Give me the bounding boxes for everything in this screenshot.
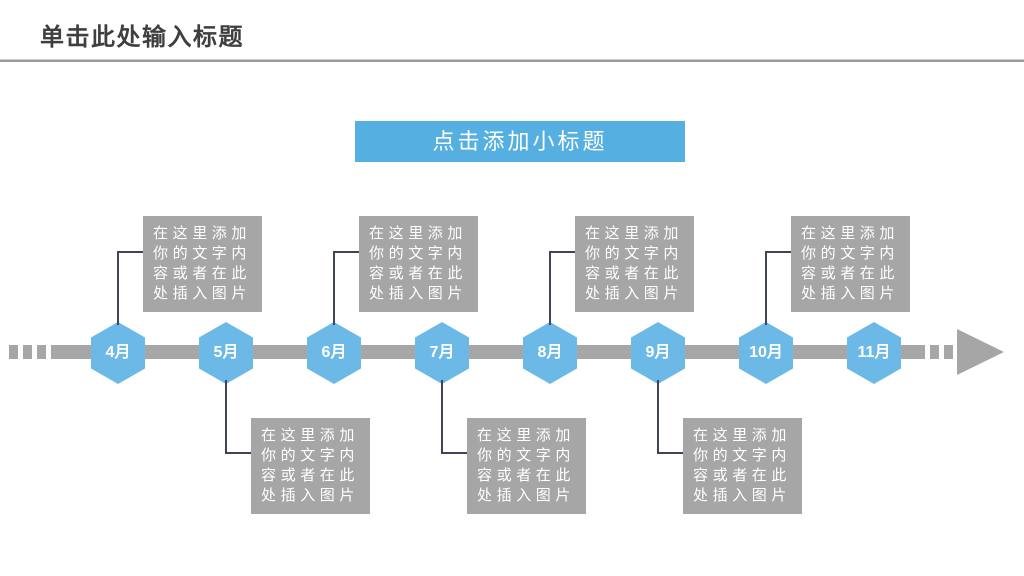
month-hexagon[interactable]: 11月 — [847, 322, 901, 384]
month-hexagon[interactable]: 6月 — [307, 322, 361, 384]
connector-line — [441, 380, 443, 454]
timeline-bar — [51, 345, 925, 359]
month-hexagon[interactable]: 5月 — [199, 322, 253, 384]
connector-line — [765, 251, 767, 325]
timeline-dash — [930, 345, 939, 359]
month-hexagon[interactable]: 10月 — [739, 322, 793, 384]
connector-line — [117, 251, 119, 325]
month-hexagon[interactable]: 7月 — [415, 322, 469, 384]
connector-line — [549, 251, 551, 325]
timeline-arrow-icon — [957, 329, 1004, 375]
connector-line — [442, 452, 469, 454]
connector-line — [333, 251, 335, 325]
month-hexagon[interactable]: 9月 — [631, 322, 685, 384]
title-divider-line — [0, 59, 1024, 62]
timeline-dash — [9, 345, 18, 359]
connector-line — [550, 251, 577, 253]
connector-line — [766, 251, 793, 253]
connector-line — [118, 251, 145, 253]
connector-line — [226, 452, 253, 454]
month-hexagon[interactable]: 8月 — [523, 322, 577, 384]
text-placeholder-box[interactable]: 在这里添加你的文字内容或者在此处插入图片 — [251, 418, 370, 514]
timeline-dash — [944, 345, 953, 359]
connector-line — [657, 380, 659, 454]
timeline-dash — [23, 345, 32, 359]
text-placeholder-box[interactable]: 在这里添加你的文字内容或者在此处插入图片 — [467, 418, 586, 514]
text-placeholder-box[interactable]: 在这里添加你的文字内容或者在此处插入图片 — [683, 418, 802, 514]
slide-title[interactable]: 单击此处输入标题 — [40, 24, 244, 51]
connector-line — [658, 452, 685, 454]
connector-line — [225, 380, 227, 454]
text-placeholder-box[interactable]: 在这里添加你的文字内容或者在此处插入图片 — [575, 216, 694, 312]
text-placeholder-box[interactable]: 在这里添加你的文字内容或者在此处插入图片 — [359, 216, 478, 312]
subtitle-banner[interactable]: 点击添加小标题 — [355, 121, 685, 162]
text-placeholder-box[interactable]: 在这里添加你的文字内容或者在此处插入图片 — [791, 216, 910, 312]
timeline-dash — [37, 345, 46, 359]
connector-line — [334, 251, 361, 253]
month-hexagon[interactable]: 4月 — [91, 322, 145, 384]
text-placeholder-box[interactable]: 在这里添加你的文字内容或者在此处插入图片 — [143, 216, 262, 312]
